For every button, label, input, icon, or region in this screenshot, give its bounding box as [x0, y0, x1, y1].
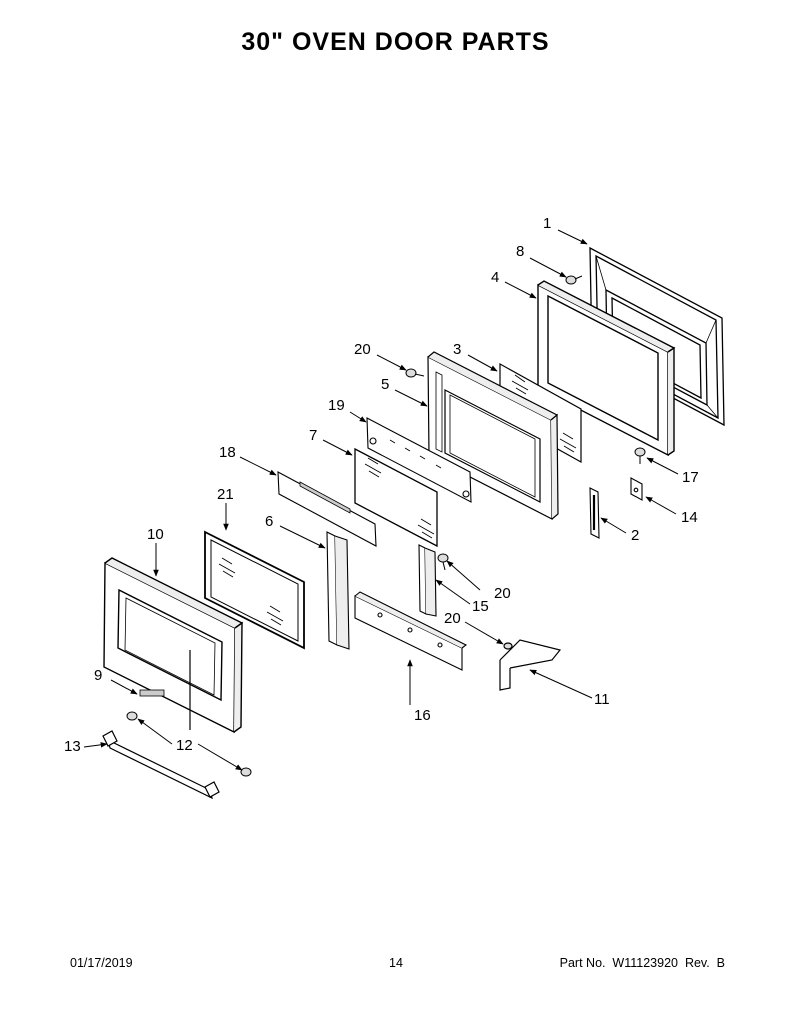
callout-17: 17	[682, 469, 699, 486]
callout-13: 13	[64, 738, 81, 755]
callout-20-lower: 20	[444, 610, 461, 627]
callout-5: 5	[381, 376, 389, 393]
part-17-screw	[634, 447, 646, 464]
callout-18: 18	[219, 444, 236, 461]
callout-labels: 1 8 4 3 20 5 19 7 18 21 6 10 9 13 12 20 …	[64, 215, 699, 755]
part-16-bottom-channel	[354, 591, 468, 671]
part-10-outer-door-panel	[103, 557, 244, 734]
callout-11: 11	[594, 691, 610, 708]
callout-2: 2	[631, 527, 639, 544]
callout-10: 10	[147, 526, 164, 543]
callout-20-upper: 20	[354, 341, 371, 358]
part-11-hinge-arm	[499, 639, 562, 691]
part-6-side-bracket	[326, 531, 350, 650]
part-20-screw-upper	[405, 368, 425, 378]
part-7-glass-panel	[354, 447, 438, 548]
callout-9: 9	[94, 667, 102, 684]
part-13-handle	[102, 730, 220, 800]
part-20-screw-middle	[437, 553, 449, 571]
callout-6: 6	[265, 513, 273, 530]
part-15-hinge-bracket	[418, 544, 437, 617]
callout-8: 8	[516, 243, 524, 260]
callout-3: 3	[453, 341, 461, 358]
callout-12: 12	[176, 737, 193, 754]
part-5-inner-door-panel	[427, 351, 559, 520]
footer-date: 01/17/2019	[70, 956, 133, 970]
part-4-door-frame	[537, 280, 676, 457]
callout-19: 19	[328, 397, 345, 414]
page-title: 30" OVEN DOOR PARTS	[241, 28, 550, 56]
callout-21: 21	[217, 486, 234, 503]
callout-1: 1	[543, 215, 551, 232]
part-14-clip	[630, 477, 643, 501]
callout-15: 15	[472, 598, 489, 615]
part-21-inner-glass	[204, 530, 305, 650]
part-8-screw	[565, 275, 583, 285]
footer-page-number: 14	[389, 956, 403, 970]
footer-part-number: Part No. W11123920 Rev. B	[559, 956, 725, 970]
callout-4: 4	[491, 269, 499, 286]
part-2-hinge	[589, 487, 600, 539]
part-12-screws	[126, 650, 252, 777]
leader-lines	[83, 229, 679, 771]
callout-16: 16	[414, 707, 431, 724]
callout-7: 7	[309, 427, 317, 444]
part-18-trim-strip	[277, 471, 377, 547]
callout-14: 14	[681, 509, 698, 526]
callout-20-middle: 20	[494, 585, 511, 602]
part-19-vent-panel	[366, 417, 472, 503]
